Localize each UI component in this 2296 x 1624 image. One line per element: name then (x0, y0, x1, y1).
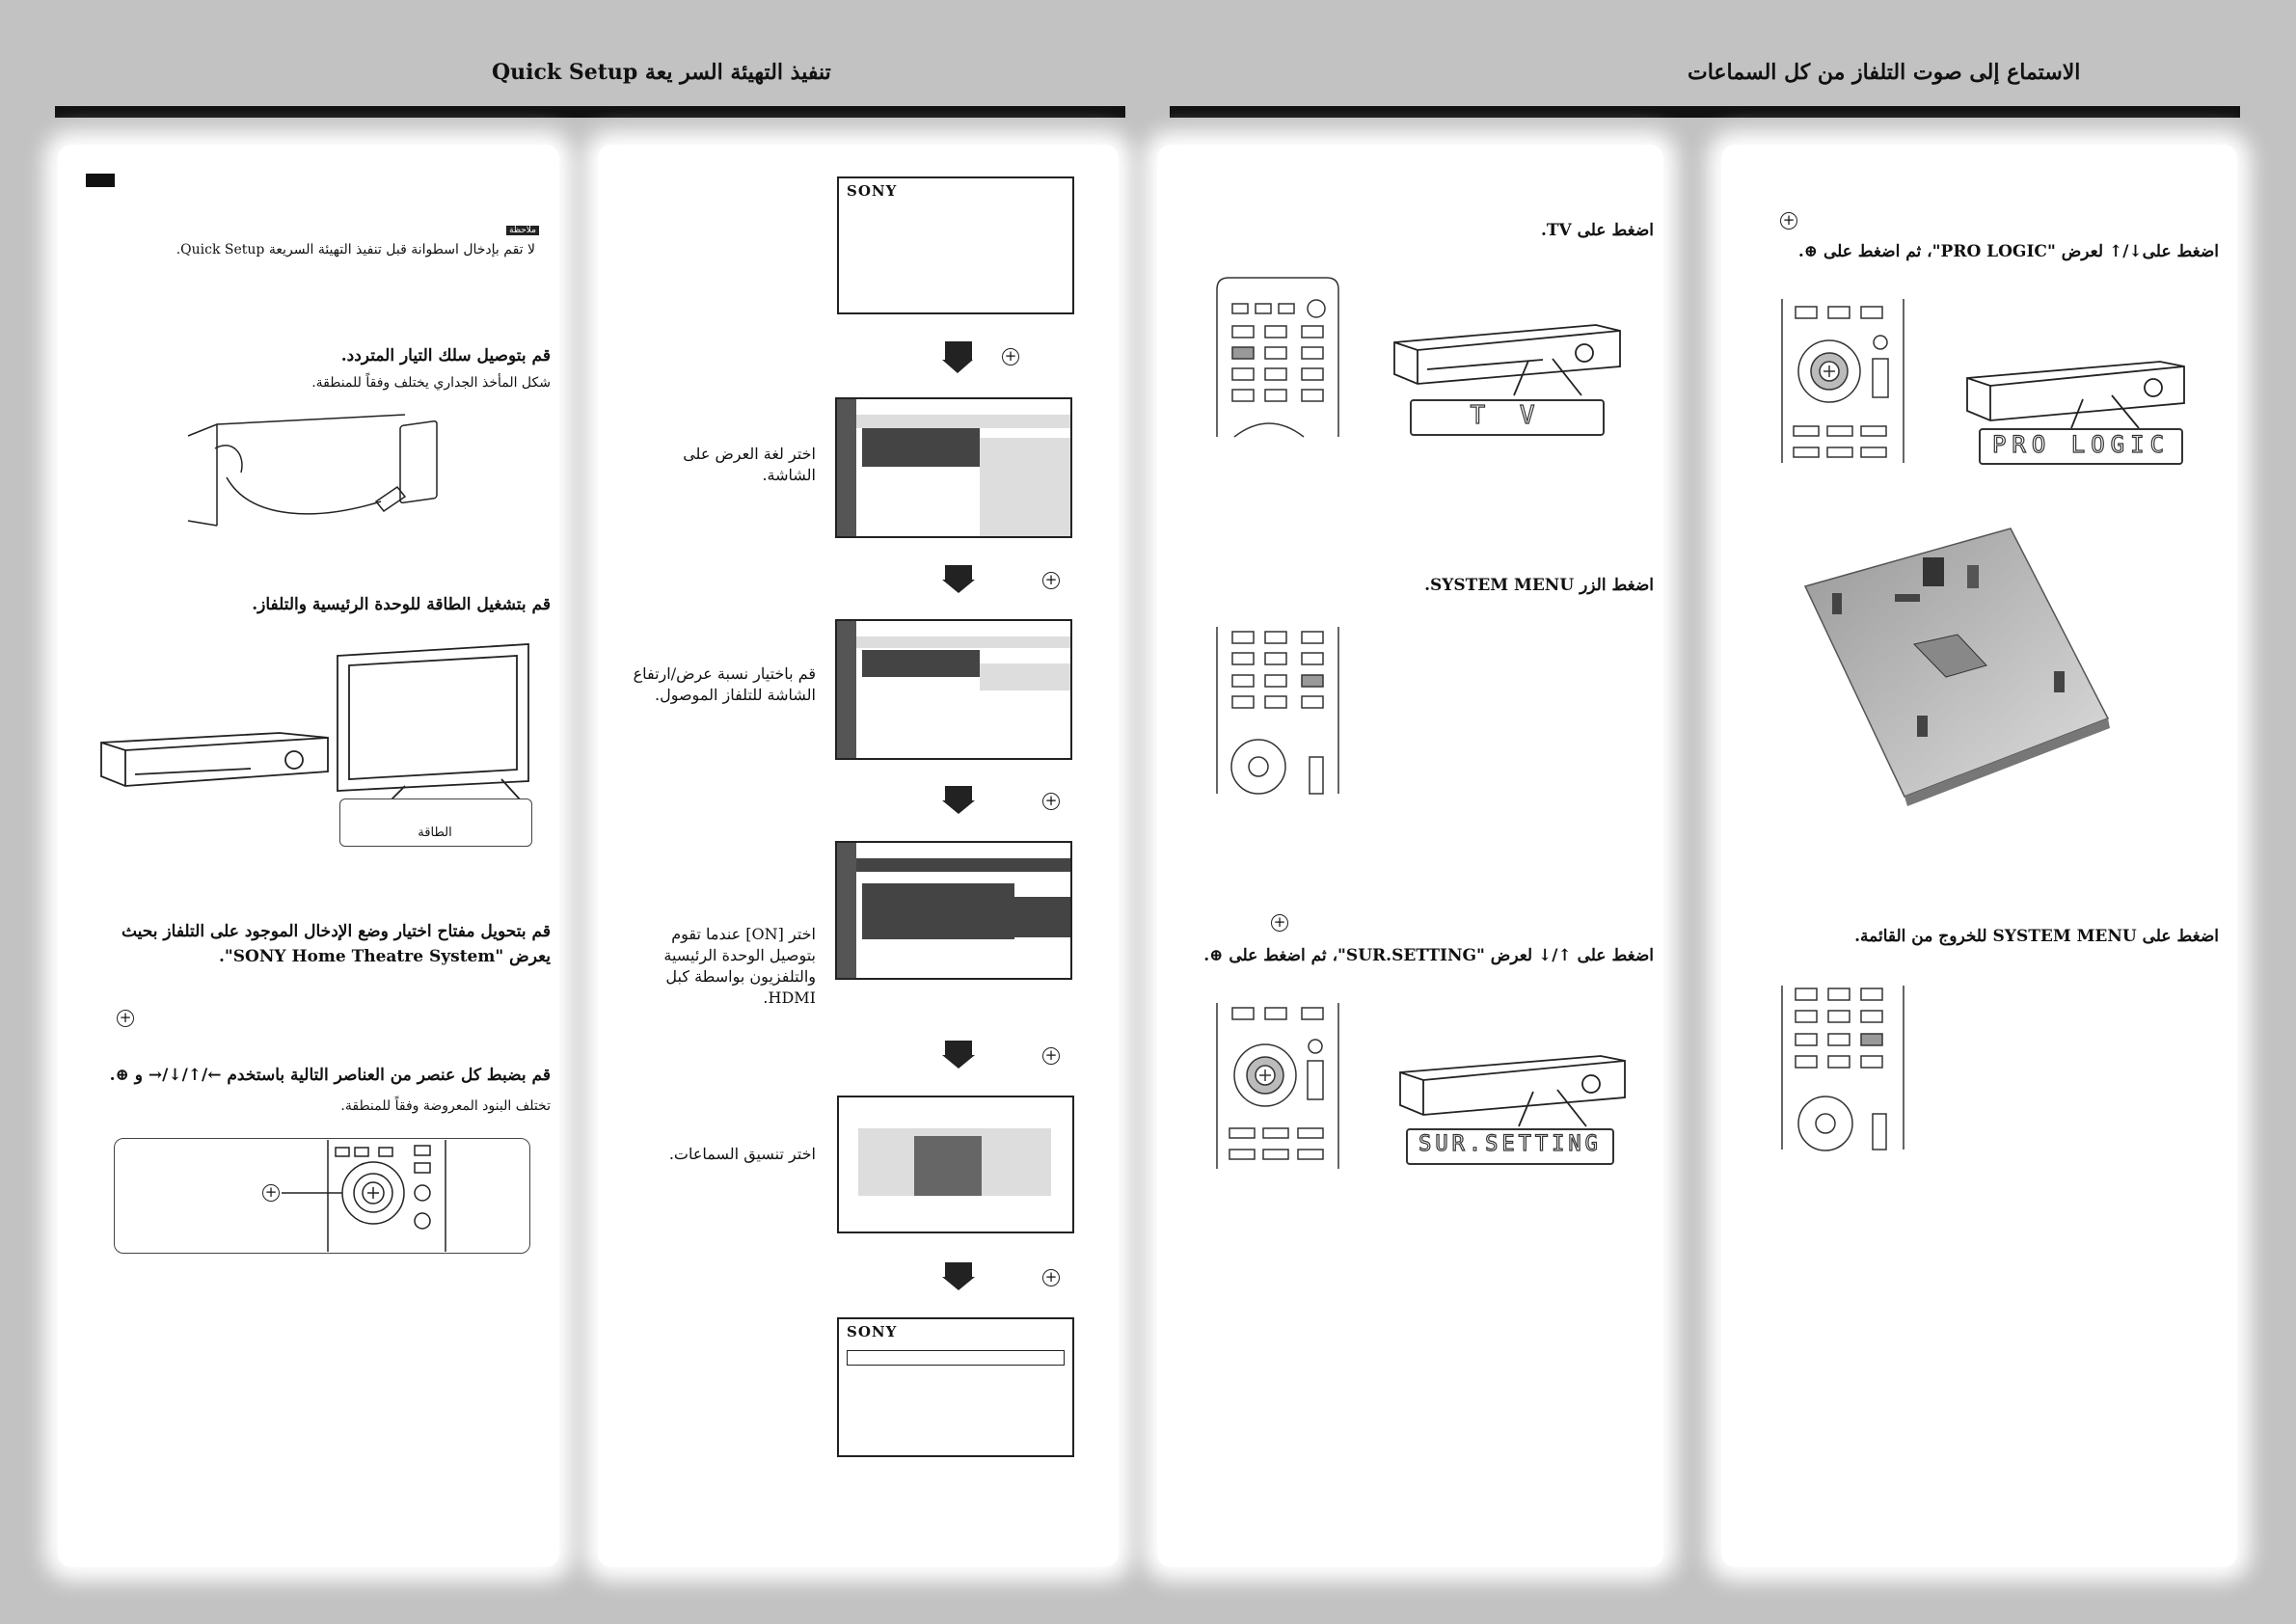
step-ac-title: قم بتوصيل سلك التيار المتردد. (340, 346, 551, 365)
enter-circle-icon: + (117, 1010, 134, 1027)
down-arrow-icon (945, 786, 972, 801)
choose-language-text: اختر لغة العرض على الشاشة. (683, 445, 816, 484)
panel-3 (1157, 145, 1663, 1567)
enter-circle-icon: + (1042, 793, 1060, 810)
black-marker (86, 174, 115, 187)
step-power-title: قم بتشغيل الطاقة للوحدة الرئيسية والتلفا… (252, 595, 551, 614)
screen-speaker-layout (837, 1096, 1074, 1233)
screen-language-menu (835, 397, 1072, 538)
press-sur-text: اضغط على ↑/↓ لعرض "SUR.SETTING"، ثم اضغط… (1203, 946, 1654, 965)
step-input-title-2: يعرض "SONY Home Theatre System". (219, 947, 551, 966)
note-text: لا تقم بإدخال اسطوانة قبل تنفيذ التهيئة … (176, 242, 535, 257)
brand-logo: SONY (847, 1323, 898, 1340)
screen-hdmi-menu (835, 841, 1072, 980)
down-arrow-icon (945, 341, 972, 361)
choose-hdmi-text: اختر [ON] عندما تقوم بتوصيل الوحدة الرئي… (663, 925, 816, 1007)
press-menu-text: اضغط الزر SYSTEM MENU. (1424, 576, 1654, 595)
enter-circle-icon: + (262, 1184, 280, 1202)
press-tv-text: اضغط على TV. (1540, 221, 1654, 240)
page-title-left: تنفيذ التهيئة السر يعة Quick Setup (492, 60, 831, 85)
page-title-right: الاستماع إلى صوت التلفاز من كل السماعات (1688, 60, 2081, 85)
screen-done: SONY (837, 1317, 1074, 1457)
down-arrow-icon (945, 1262, 972, 1278)
power-label: الطاقة (418, 826, 452, 840)
remote-callout (114, 1138, 530, 1254)
step-ac-desc: شكل المأخذ الجداري يختلف وفقاً للمنطقة. (311, 375, 551, 391)
down-arrow-icon (942, 1277, 975, 1290)
brand-logo: SONY (847, 182, 898, 200)
enter-circle-icon: + (1042, 572, 1060, 589)
power-callout (339, 798, 532, 847)
choose-aspect-text: قم باختيار نسبة عرض/ارتفاع الشاشة للتلفا… (633, 664, 816, 704)
press-exit-text: اضغط على SYSTEM MENU للخروج من القائمة. (1854, 927, 2219, 946)
down-arrow-icon (942, 580, 975, 593)
title-rule-left (55, 106, 1125, 118)
down-arrow-icon (945, 1041, 972, 1056)
title-rule-right (1170, 106, 2240, 118)
choose-speakers-text: اختر تنسيق السماعات. (668, 1145, 816, 1163)
down-arrow-icon (942, 360, 973, 373)
enter-circle-icon: + (1042, 1269, 1060, 1286)
down-arrow-icon (942, 800, 975, 814)
panel-4 (1721, 145, 2237, 1567)
down-arrow-icon (945, 565, 972, 581)
step-set-title: قم بضبط كل عنصر من العناصر التالية باستخ… (109, 1066, 551, 1085)
screen-welcome: SONY (837, 176, 1074, 314)
step-input-title-1: قم بتحويل مفتاح اختيار وضع الإدخال الموج… (121, 922, 551, 941)
screen-aspect-menu (835, 619, 1072, 760)
down-arrow-icon (942, 1055, 975, 1069)
lcd-display-sur: SUR.SETTING (1406, 1128, 1614, 1165)
enter-circle-icon: + (1042, 1047, 1060, 1065)
panel-1 (58, 145, 559, 1567)
press-pro-text: اضغط على↓/↑ لعرض "PRO LOGIC"، ثم اضغط عل… (1797, 242, 2219, 261)
lcd-display-tv: T V (1410, 399, 1605, 436)
enter-circle-icon: + (1780, 212, 1797, 230)
enter-circle-icon: + (1002, 348, 1019, 365)
enter-circle-icon: + (1271, 914, 1288, 932)
step-set-desc: تختلف البنود المعروضة وفقاً للمنطقة. (340, 1098, 551, 1114)
note-badge: ملاحظة (506, 226, 539, 235)
lcd-display-pro: PRO LOGIC (1979, 428, 2183, 465)
